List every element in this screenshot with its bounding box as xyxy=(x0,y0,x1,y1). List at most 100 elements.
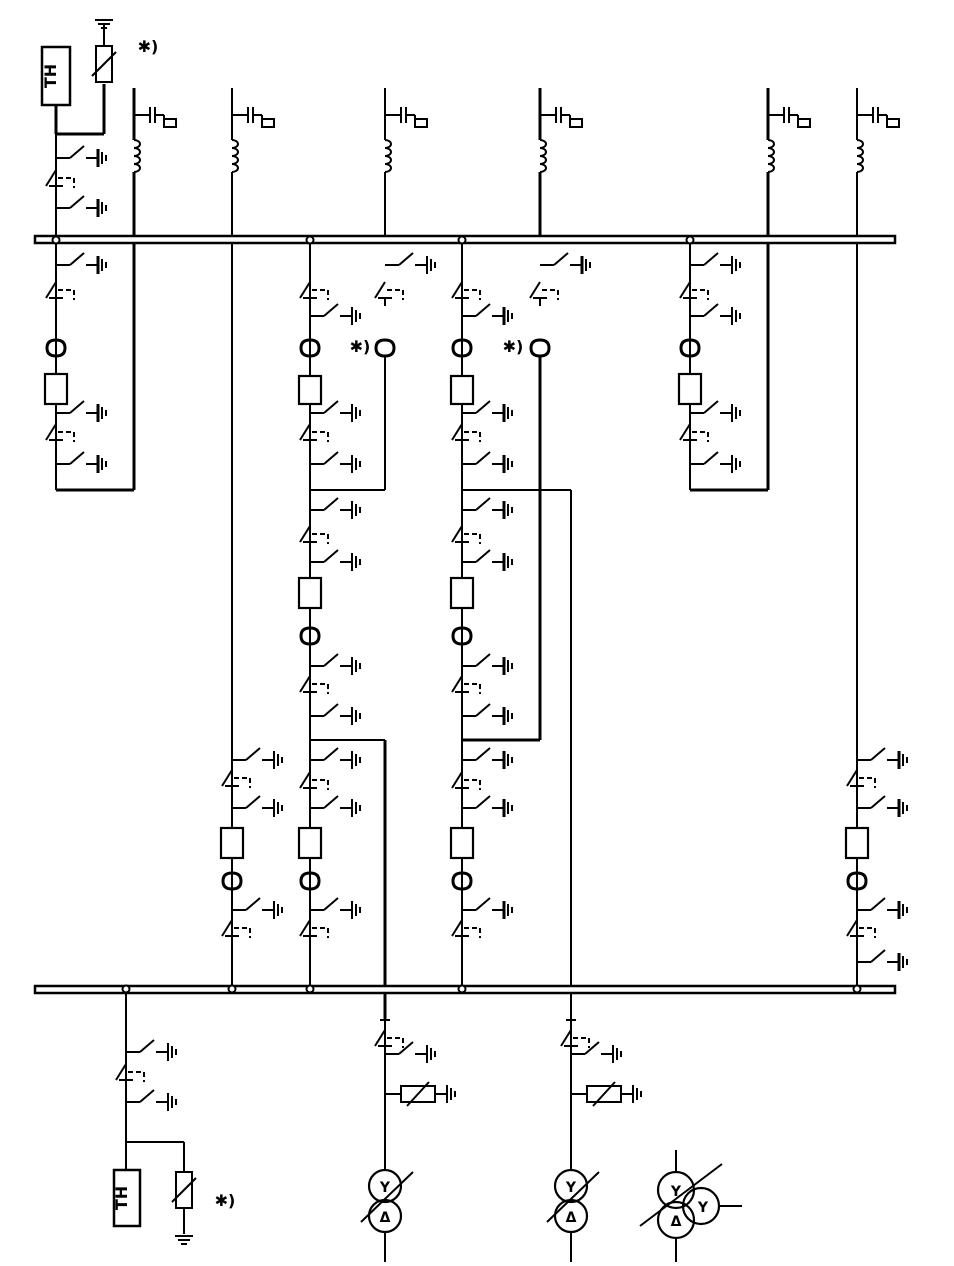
mechanical-link xyxy=(387,289,404,300)
ground-icon xyxy=(351,404,361,422)
earthing-switch-icon xyxy=(462,653,513,675)
mechanical-link xyxy=(234,777,251,788)
switch-blade xyxy=(475,303,491,317)
switch-blade xyxy=(703,252,719,266)
ct-loop xyxy=(846,871,858,891)
circuit-breaker-icon xyxy=(219,826,245,860)
mechanical-link xyxy=(859,777,876,788)
coil xyxy=(384,139,392,173)
current-transformer-icon xyxy=(529,338,551,358)
switch-blade xyxy=(323,747,339,761)
mechanical-link xyxy=(464,683,481,694)
current-transformer-icon xyxy=(451,626,473,646)
mechanical-link xyxy=(464,289,481,300)
switch-blade xyxy=(245,747,261,761)
ground-icon xyxy=(502,501,513,519)
coupling-capacitor-icon xyxy=(134,107,177,128)
mechanical-link xyxy=(692,289,709,300)
current-transformer-icon xyxy=(374,338,396,358)
switch-blade xyxy=(45,423,57,441)
earthing-switch-icon xyxy=(571,1041,622,1063)
ct-loop xyxy=(45,338,57,358)
earthing-switch-icon xyxy=(232,747,283,769)
bay-1 xyxy=(43,252,107,473)
disconnector-icon xyxy=(846,769,876,794)
earthing-switch-icon xyxy=(462,549,513,571)
ground-icon xyxy=(731,307,741,325)
switch-blade xyxy=(45,169,57,187)
earthing-switch-icon xyxy=(310,400,361,422)
arrester-slash xyxy=(91,51,117,77)
disconnector-icon xyxy=(299,525,329,550)
ground-icon xyxy=(731,256,741,274)
bus-junction xyxy=(852,984,862,994)
disconnector-icon xyxy=(451,281,481,306)
coil xyxy=(133,139,141,173)
ground-icon xyxy=(351,751,361,769)
switch-blade xyxy=(475,549,491,563)
earthing-switch-icon xyxy=(690,252,741,274)
disconnector-icon xyxy=(299,771,329,796)
earthing-switch-icon xyxy=(857,949,908,971)
device-box xyxy=(797,118,811,128)
current-transformer-icon xyxy=(299,871,321,891)
switch-blade xyxy=(553,252,569,266)
ct-loop xyxy=(451,626,463,646)
earthing-switch-icon xyxy=(232,897,283,919)
ct-loop xyxy=(461,871,473,891)
switch-blade xyxy=(323,795,339,809)
earthing-switch-icon xyxy=(310,497,361,519)
surge-arrester-icon xyxy=(586,1081,622,1107)
switch-blade xyxy=(139,1089,155,1103)
switch-blade xyxy=(703,400,719,414)
switch-blade xyxy=(475,400,491,414)
circuit-breaker-icon xyxy=(449,826,475,860)
bay-3 xyxy=(449,281,513,944)
ct-loop xyxy=(374,338,386,358)
earthing-switch-icon xyxy=(310,703,361,725)
disconnector-icon xyxy=(529,281,559,306)
switch-blade xyxy=(323,897,339,911)
switch-blade xyxy=(870,897,886,911)
coil xyxy=(539,139,547,173)
arrester-slash xyxy=(406,1081,430,1107)
coupling-capacitor-icon xyxy=(857,107,900,128)
current-transformer-icon xyxy=(45,338,67,358)
earthing-switch-icon xyxy=(56,195,107,217)
ground-icon xyxy=(96,256,107,274)
ground-icon xyxy=(351,553,361,571)
ct-loop xyxy=(689,338,701,358)
regulation-arrow xyxy=(546,1171,600,1223)
note-mark-upper-vt: ✱) xyxy=(138,37,159,56)
switch-blade xyxy=(398,252,414,266)
line-trap-icon xyxy=(539,139,547,173)
ground-icon xyxy=(502,553,513,571)
switch-blade xyxy=(299,919,311,937)
switch-blade xyxy=(69,145,85,159)
mechanical-link xyxy=(312,683,329,694)
ct-loop xyxy=(451,338,463,358)
ground-icon xyxy=(502,901,513,919)
bay-5 xyxy=(219,747,283,944)
disconnector-icon xyxy=(45,169,75,194)
switch-blade xyxy=(221,769,233,787)
mechanical-link xyxy=(692,431,709,442)
mechanical-link xyxy=(312,533,329,544)
disconnector-icon xyxy=(299,919,329,944)
switch-blade xyxy=(69,195,85,209)
switch-blade xyxy=(679,281,691,299)
ct-loop xyxy=(856,871,868,891)
ground-icon xyxy=(502,751,513,769)
vt-label-upper: TH xyxy=(41,64,60,88)
switch-blade xyxy=(323,703,339,717)
ground-icon xyxy=(612,1045,622,1063)
disconnector-icon xyxy=(45,281,75,306)
ct-loop xyxy=(309,871,321,891)
mechanical-link xyxy=(387,1037,404,1048)
switch-blade xyxy=(374,281,386,299)
switch-blade xyxy=(221,919,233,937)
disconnector-icon xyxy=(374,1029,404,1054)
earthing-switch-icon xyxy=(857,747,908,769)
voltage-transformer-icon xyxy=(112,1168,142,1228)
